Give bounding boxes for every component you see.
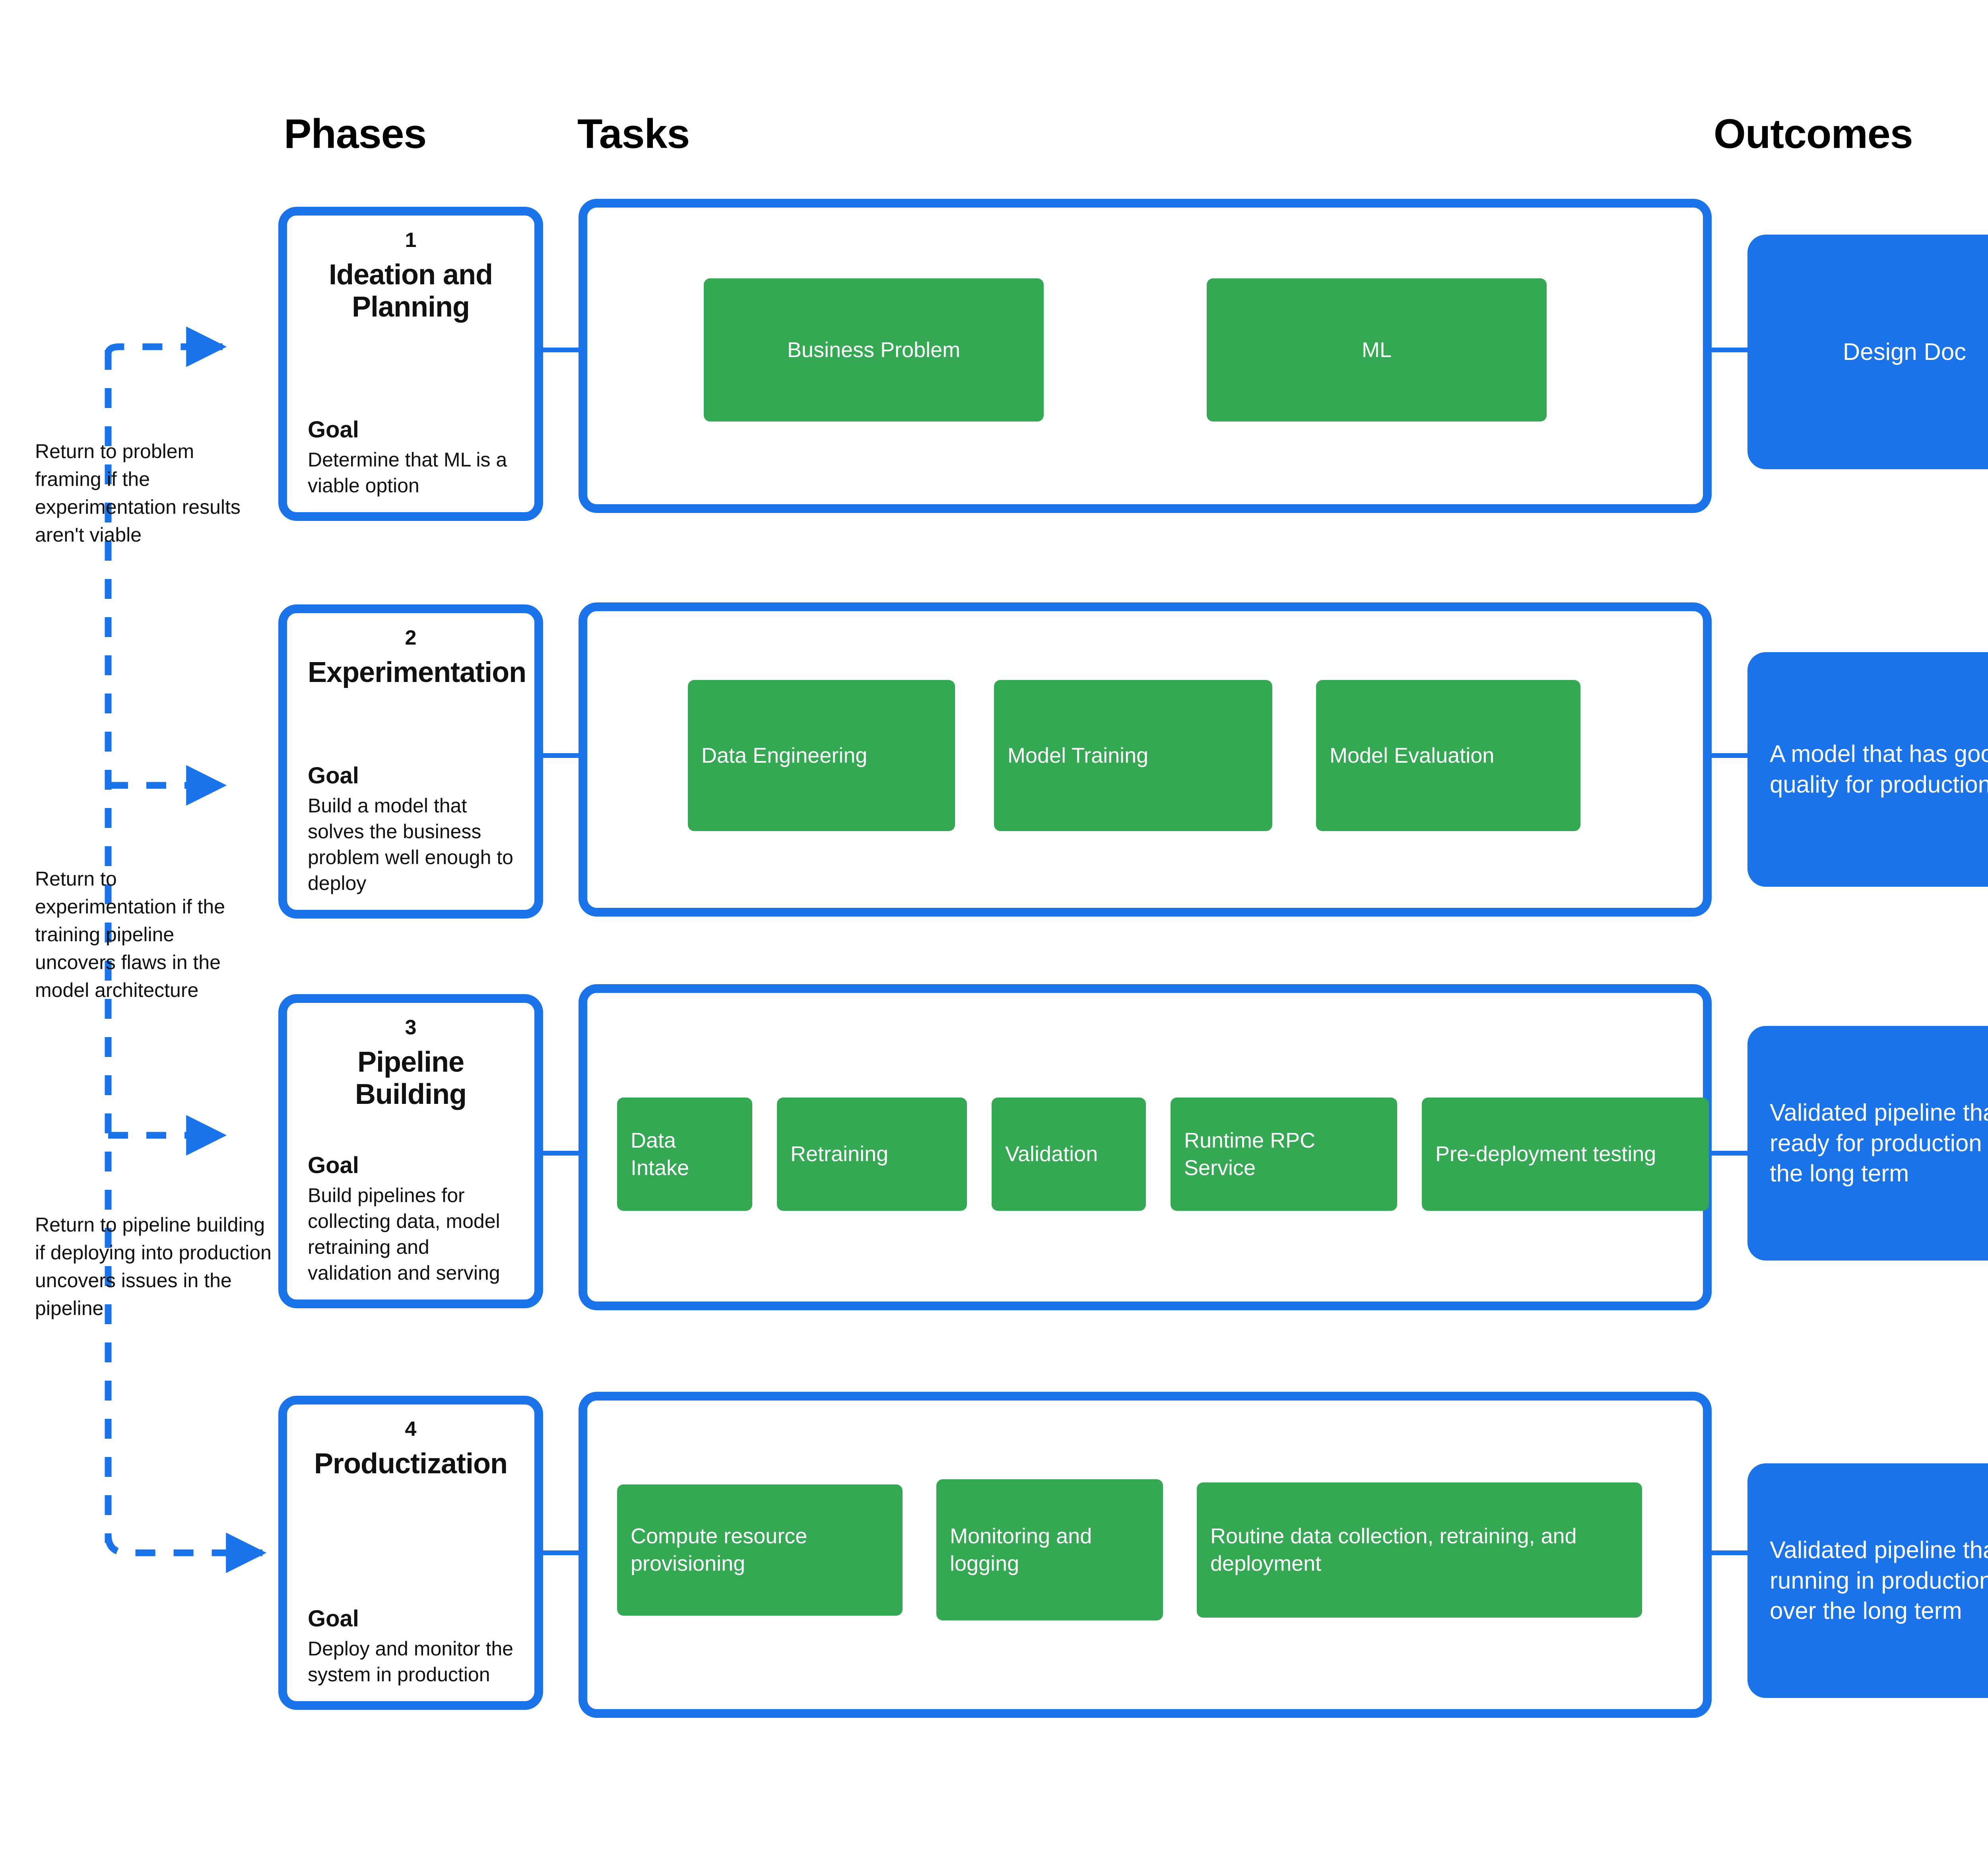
phase-number-2: 2 [405,626,417,649]
phase-card-1[interactable]: 1 Ideation and Planning Goal Determine t… [278,207,543,521]
task-box-compute-resource-provisioning[interactable]: Compute resource provisioning [617,1484,903,1616]
outcome-box-4[interactable]: Validated pipeline that's running in pro… [1747,1463,1988,1698]
goal-text-1: Determine that ML is a viable option [308,449,507,497]
phase-card-4[interactable]: 4 Productization Goal Deploy and monitor… [278,1396,543,1710]
task-row-1: Business Problem ML [704,278,1547,422]
phase-number-3: 3 [405,1016,417,1039]
phase-title-3: Pipeline Building [355,1046,467,1110]
task-box-pre-deployment-testing[interactable]: Pre-deployment testing [1422,1098,1709,1211]
goal-text-2: Build a model that solves the business p… [308,795,513,894]
task-row-3: Data Intake Retraining Validation Runtim… [617,1098,1709,1211]
return-note-1: Return to problem framing if the experim… [35,440,241,546]
goal-label-1: Goal [308,417,359,443]
phase-title-1: Ideation and Planning [328,259,493,323]
outcome-box-2[interactable]: A model that has good quality for produc… [1747,652,1988,887]
phase-card-2[interactable]: 2 Experimentation Goal Build a model tha… [278,604,543,919]
goal-label-3: Goal [308,1152,359,1179]
return-note-2: Return to experimentation if the trainin… [35,868,225,1001]
phase-title-4: Productization [314,1448,508,1480]
outcome-box-3[interactable]: Validated pipeline that's ready for prod… [1747,1026,1988,1261]
phase-goal-block-4: Goal Deploy and monitor the system in pr… [308,1605,514,1688]
task-box-validation[interactable]: Validation [992,1098,1146,1211]
task-row-2: Data Engineering Model Training Model Ev… [688,680,1580,831]
column-header-tasks: Tasks [577,111,690,157]
goal-text-3: Build pipelines for collecting data, mod… [308,1184,500,1284]
column-header-phases: Phases [284,111,427,157]
task-box-data-intake[interactable]: Data Intake [617,1098,752,1211]
task-box-ml[interactable]: ML [1207,278,1547,422]
task-chain-links [751,347,1421,1556]
phase-task-connectors [543,348,579,1555]
goal-label-4: Goal [308,1606,359,1632]
task-outcome-connectors [1712,348,1747,1555]
return-note-3: Return to pipeline building if deploying… [35,1214,272,1319]
phase-number-4: 4 [405,1418,417,1441]
task-box-model-evaluation[interactable]: Model Evaluation [1316,680,1580,831]
phase-goal-block-3: Goal Build pipelines for collecting data… [308,1152,514,1286]
task-box-retraining[interactable]: Retraining [777,1098,967,1211]
phase-goal-block-2: Goal Build a model that solves the busin… [308,762,514,896]
task-box-data-engineering[interactable]: Data Engineering [688,680,955,831]
phase-number-1: 1 [405,229,417,252]
task-box-runtime-rpc-service[interactable]: Runtime RPC Service [1171,1098,1397,1211]
tasks-container-1 [579,199,1712,513]
task-box-monitoring-and-logging[interactable]: Monitoring and logging [936,1479,1163,1620]
outcome-box-1[interactable]: Design Doc [1747,235,1988,469]
task-box-model-training[interactable]: Model Training [994,680,1272,831]
phase-card-3[interactable]: 3 Pipeline Building Goal Build pipelines… [278,994,543,1308]
task-row-4: Compute resource provisioning Monitoring… [617,1479,1642,1620]
phase-goal-block-1: Goal Determine that ML is a viable optio… [308,416,514,499]
task-box-business-problem[interactable]: Business Problem [704,278,1044,422]
goal-text-4: Deploy and monitor the system in product… [308,1638,513,1686]
column-header-outcomes: Outcomes [1714,111,1913,157]
phase-title-2: Experimentation [308,657,526,689]
task-box-routine-data-collection[interactable]: Routine data collection, retraining, and… [1197,1482,1642,1618]
goal-label-2: Goal [308,763,359,789]
